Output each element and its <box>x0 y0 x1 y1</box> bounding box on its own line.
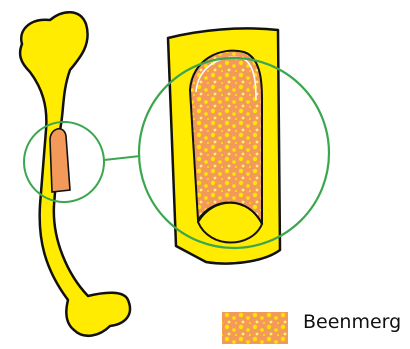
femur-marrow-cavity <box>50 129 70 192</box>
legend-swatch <box>222 312 288 344</box>
femur-bone <box>20 12 130 336</box>
magnifier-connector <box>104 156 140 160</box>
legend-label-beenmerg: Beenmerg <box>303 310 401 334</box>
